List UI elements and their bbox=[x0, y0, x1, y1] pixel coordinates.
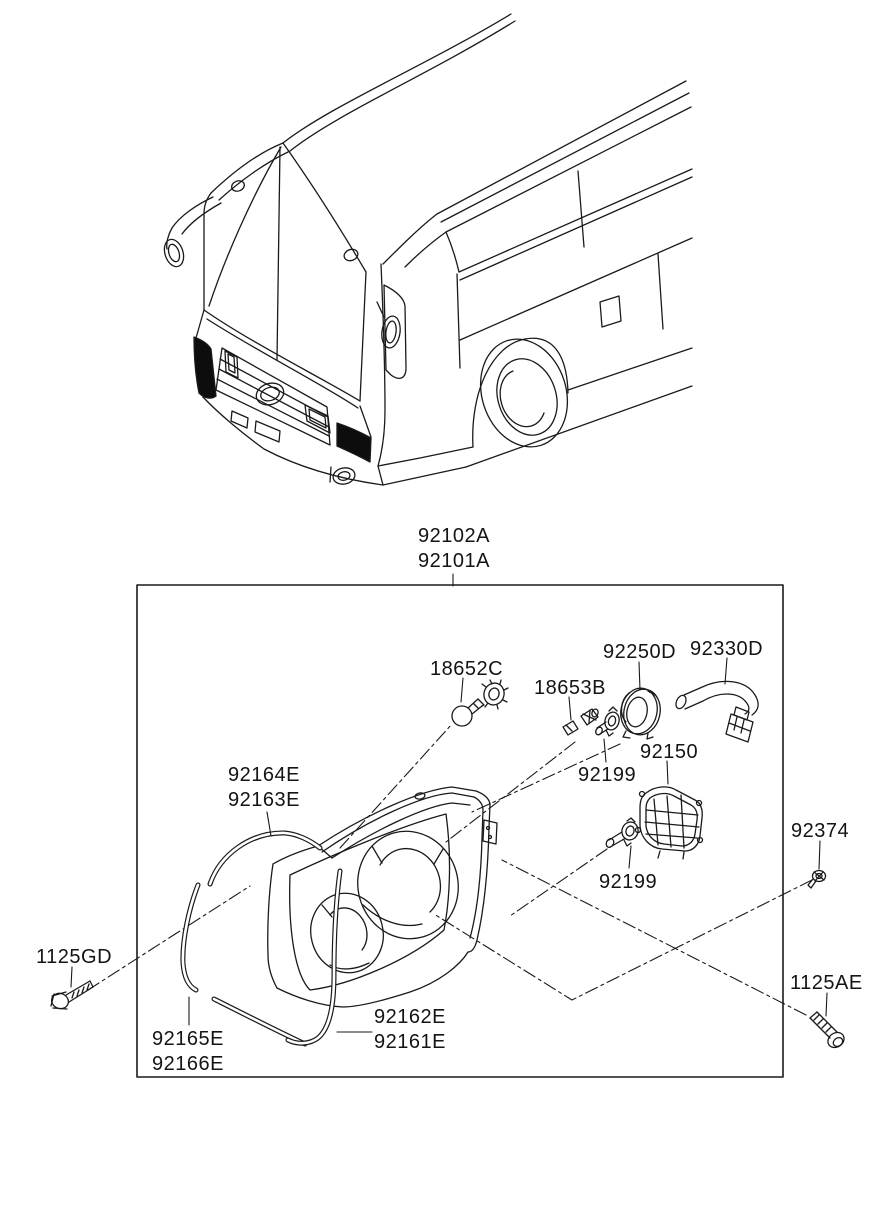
bus-grille-drawing bbox=[215, 347, 331, 446]
headlamp-assembly-drawing bbox=[180, 786, 498, 1047]
leader-lines bbox=[70, 573, 828, 1033]
part-label-18653b: 18653B bbox=[534, 677, 606, 699]
part-label-92102a-92101a: 92102A 92101A bbox=[408, 524, 500, 574]
bulb-18653b-drawing bbox=[562, 708, 599, 736]
assembly-axis-lines bbox=[87, 723, 813, 1016]
part-label-92199-upper: 92199 bbox=[578, 764, 637, 786]
bus-windshield-drawing bbox=[203, 142, 367, 409]
bus-headlamp-right-filled bbox=[336, 422, 372, 463]
part-number: 92162E bbox=[374, 1006, 446, 1028]
bus-wheel-drawing bbox=[479, 338, 569, 448]
bus-door-drawing bbox=[376, 263, 461, 467]
part-label-92330d: 92330D bbox=[690, 638, 764, 660]
part-label-92199-lower: 92199 bbox=[599, 871, 658, 893]
moulding-strip-92161E bbox=[285, 868, 343, 1046]
screw-92374-drawing bbox=[807, 869, 827, 889]
part-number: 92165E bbox=[152, 1028, 224, 1050]
part-label-92162e-92161e: 92162E 92161E bbox=[374, 1005, 446, 1055]
part-label-92374: 92374 bbox=[791, 820, 850, 842]
part-label-92250d: 92250D bbox=[603, 641, 677, 663]
assembly-outline-box bbox=[136, 584, 784, 1078]
part-number: 92164E bbox=[228, 764, 300, 786]
part-number: 92166E bbox=[152, 1053, 224, 1075]
lamp-reflector-bowls bbox=[310, 830, 459, 974]
part-number: 92163E bbox=[228, 789, 300, 811]
bus-fog-lamp-drawing bbox=[329, 466, 356, 485]
part-label-92164e-92163e: 92164E 92163E bbox=[228, 763, 300, 813]
bulb-18652c-drawing bbox=[451, 679, 509, 727]
lamp-side-bracket bbox=[482, 819, 498, 845]
bus-left-mirror-drawing bbox=[163, 196, 222, 268]
part-label-1125gd: 1125GD bbox=[36, 946, 113, 968]
cover-92150-drawing bbox=[634, 786, 704, 860]
holder-92199-lower-drawing bbox=[605, 817, 639, 848]
wiring-92330d-drawing bbox=[675, 680, 759, 743]
ring-92250d-drawing bbox=[620, 687, 661, 740]
part-label-18652c: 18652C bbox=[430, 658, 504, 680]
part-number: 92161E bbox=[374, 1031, 446, 1053]
bus-illustration bbox=[163, 13, 693, 486]
bus-logo-oval bbox=[255, 382, 285, 406]
part-number: 92101A bbox=[418, 550, 490, 572]
bus-headlamp-left-filled bbox=[193, 336, 217, 399]
part-label-92150: 92150 bbox=[640, 741, 699, 763]
part-label-1125ae: 1125AE bbox=[790, 972, 863, 994]
part-number: 92102A bbox=[418, 525, 490, 547]
moulding-strip-92163E bbox=[207, 830, 323, 887]
moulding-strip-92165E bbox=[180, 882, 308, 1047]
bolt-1125ae-drawing bbox=[809, 1011, 845, 1049]
holder-92199-upper-drawing bbox=[595, 706, 620, 737]
part-label-92165e-92166e: 92165E 92166E bbox=[152, 1027, 224, 1077]
bolt-1125gd-drawing bbox=[50, 980, 94, 1010]
